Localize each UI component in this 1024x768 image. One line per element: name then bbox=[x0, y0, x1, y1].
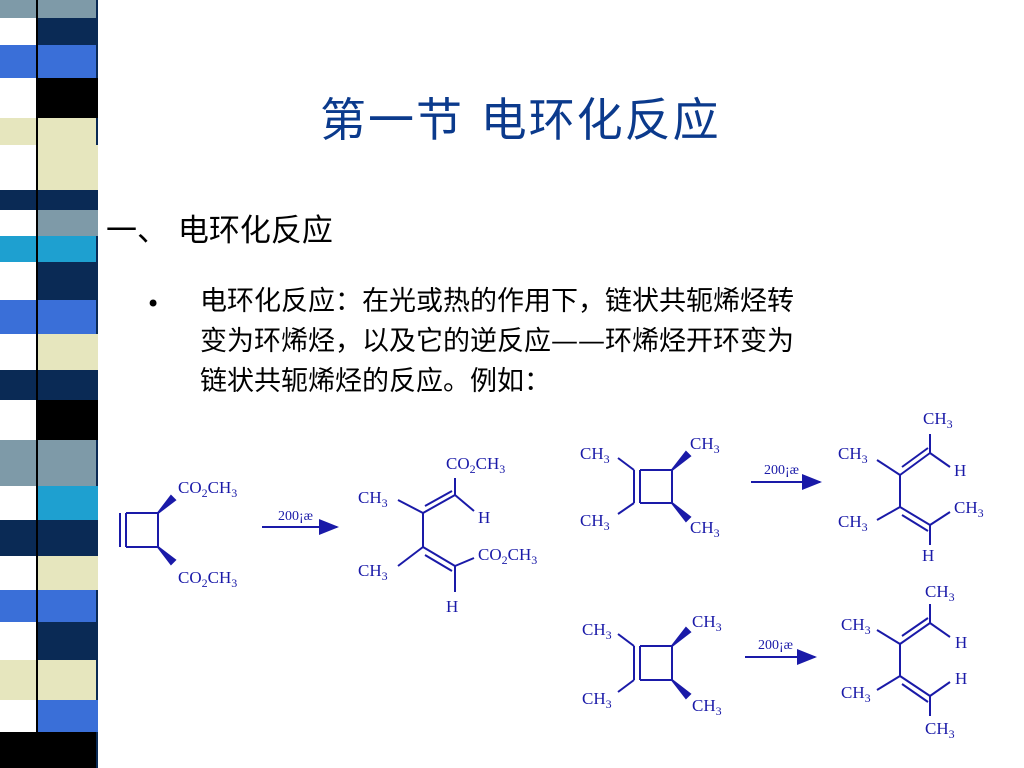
r2-product-ch3-left2: CH3 bbox=[838, 512, 868, 534]
r3-product-h2: H bbox=[955, 669, 967, 688]
reaction-3-reactant bbox=[617, 626, 692, 700]
r3-reactant-ch3-tl: CH3 bbox=[582, 620, 612, 642]
bullet-line-3: 链状共轭烯烃的反应。例如： bbox=[200, 366, 551, 397]
r3-reactant-ch3-bl: CH3 bbox=[582, 689, 612, 711]
r1-product-h-bottom: H bbox=[446, 597, 458, 616]
r3-product-h1: H bbox=[955, 633, 967, 652]
r3-product-ch3-left2: CH3 bbox=[841, 683, 871, 705]
r1-product-ch3-bottom: CH3 bbox=[358, 561, 388, 583]
stripe-block bbox=[0, 520, 96, 556]
r3-product-ch3-bottom: CH3 bbox=[925, 719, 955, 741]
r2-condition: 200¡æ bbox=[764, 463, 799, 478]
stripe-block bbox=[36, 400, 98, 440]
slide-title: 第一节 电环化反应 bbox=[320, 93, 721, 147]
stripe-block bbox=[36, 622, 98, 660]
r2-product-ch3-left1: CH3 bbox=[838, 444, 868, 466]
r2-product-h2: H bbox=[922, 546, 934, 565]
stripe-block bbox=[36, 262, 98, 300]
stripe-block bbox=[36, 334, 98, 370]
bullet-line-1: 电环化反应：在光或热的作用下，链状共轭烯烃转 bbox=[200, 286, 794, 317]
stripe-block bbox=[0, 300, 96, 334]
r3-product-ch3-top: CH3 bbox=[925, 582, 955, 604]
stripe-block bbox=[0, 440, 96, 486]
stripe-block bbox=[0, 660, 96, 700]
stripe-block bbox=[0, 190, 96, 210]
section-heading: 一、 电环化反应 bbox=[106, 213, 333, 249]
r2-reactant-ch3-tl: CH3 bbox=[580, 444, 610, 466]
stripe-block bbox=[0, 590, 96, 622]
bullet-line-2: 变为环烯烃，以及它的逆反应——环烯烃开环变为 bbox=[200, 326, 794, 357]
reaction-2-reactant bbox=[617, 450, 692, 523]
r2-reactant-ch3-tr: CH3 bbox=[690, 434, 720, 456]
r2-reactant-ch3-br: CH3 bbox=[690, 518, 720, 540]
stripe-block bbox=[0, 0, 96, 18]
r2-product-ch3-top: CH3 bbox=[923, 409, 953, 431]
r3-condition: 200¡æ bbox=[758, 638, 793, 653]
r1-product-ester-bottom: CO2CH3 bbox=[478, 545, 537, 567]
reaction-3-product bbox=[876, 604, 951, 716]
stripe-separator bbox=[36, 0, 38, 768]
stripe-block bbox=[36, 210, 98, 236]
decorative-stripe bbox=[0, 0, 98, 768]
r1-reactant-top-label: CO2CH3 bbox=[178, 478, 237, 500]
r1-product-h-top: H bbox=[478, 508, 490, 527]
stripe-block bbox=[36, 78, 98, 118]
stripe-block bbox=[36, 145, 98, 190]
r2-product-h1: H bbox=[954, 461, 966, 480]
r2-reactant-ch3-bl: CH3 bbox=[580, 511, 610, 533]
stripe-block bbox=[0, 45, 96, 78]
stripe-block bbox=[36, 18, 98, 45]
bullet-dot: • bbox=[146, 290, 161, 318]
stripe-block bbox=[36, 486, 98, 520]
r3-product-ch3-left1: CH3 bbox=[841, 615, 871, 637]
stripe-block bbox=[0, 236, 96, 262]
stripe-block bbox=[36, 556, 98, 590]
reaction-1-reactant bbox=[119, 494, 177, 566]
r3-reactant-ch3-br: CH3 bbox=[692, 696, 722, 718]
r1-reactant-bottom-label: CO2CH3 bbox=[178, 568, 237, 590]
stripe-block bbox=[36, 700, 98, 732]
r1-condition: 200¡æ bbox=[278, 509, 313, 524]
r1-product-ch3-top: CH3 bbox=[358, 488, 388, 510]
stripe-block bbox=[0, 118, 96, 145]
reaction-2-product bbox=[876, 434, 951, 545]
reaction-1-product bbox=[397, 478, 475, 592]
stripe-block bbox=[0, 732, 96, 768]
r1-product-ester-top: CO2CH3 bbox=[446, 454, 505, 476]
r3-reactant-ch3-tr: CH3 bbox=[692, 612, 722, 634]
bullet-paragraph: 电环化反应：在光或热的作用下，链状共轭烯烃转 变为环烯烃，以及它的逆反应——环烯… bbox=[200, 282, 960, 402]
r2-product-ch3-right2: CH3 bbox=[954, 498, 984, 520]
stripe-block bbox=[0, 370, 96, 400]
